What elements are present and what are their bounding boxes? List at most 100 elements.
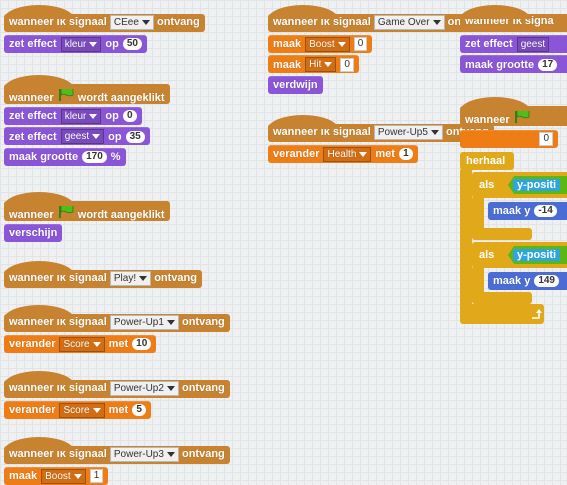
change-variable-block[interactable]: verander Score met 5 — [4, 400, 152, 419]
value-input[interactable]: 1 — [89, 469, 104, 483]
if-block-1[interactable]: als y-positi maak y -14 — [472, 172, 567, 240]
signal-dropdown[interactable]: Game Over — [373, 15, 445, 30]
set-size-block[interactable]: maak grootte 170 % — [4, 147, 126, 166]
show-block[interactable]: verschijn — [4, 223, 63, 242]
stack-row: maak Boost 0 — [268, 34, 495, 53]
hat-cap — [4, 192, 74, 206]
loop-header[interactable]: herhaal — [460, 152, 514, 170]
block-label: maak grootte — [465, 58, 535, 71]
script-signaal-play[interactable]: wanneer ik signaal Play! ontvang — [4, 261, 202, 288]
hat-cap — [4, 437, 74, 451]
variable-dropdown[interactable]: Score — [59, 402, 105, 418]
script-flag-clicked-1[interactable]: wanneer wordt aangeklikt zet effect kleu… — [4, 75, 170, 166]
number-input[interactable]: 1 — [398, 148, 413, 160]
number-input[interactable]: 50 — [122, 38, 142, 50]
chevron-down-icon — [92, 341, 101, 347]
number-input[interactable]: 149 — [534, 275, 559, 287]
hat-block-when-receive[interactable]: wanneer ik signaal CEee ontvang — [4, 5, 205, 32]
set-variable-block[interactable]: maak Hit 0 — [268, 55, 359, 73]
script-signaal-ceee[interactable]: wanneer ik signaal CEee ontvang zet effe… — [4, 5, 205, 53]
set-size-block[interactable]: maak grootte 17 — [460, 55, 567, 73]
stack-row: verander Score met 5 — [4, 400, 230, 419]
variable-dropdown[interactable]: Boost — [305, 36, 350, 52]
signal-dropdown[interactable]: CEee — [109, 15, 154, 30]
number-input[interactable]: 0 — [122, 110, 137, 122]
dropdown-value: Hit — [309, 59, 322, 70]
dropdown-value: Boost — [45, 470, 71, 482]
signal-dropdown[interactable]: Play! — [109, 271, 152, 286]
set-variable-block[interactable]: maak Boost 0 — [268, 34, 373, 53]
value-input[interactable]: 0 — [353, 37, 368, 51]
block-label: op — [105, 110, 119, 122]
value-input[interactable]: 0 — [340, 57, 354, 72]
script-signaal-cutoff[interactable]: wanneer ik signa zet effect geest maak g… — [460, 5, 567, 73]
effect-dropdown[interactable]: kleur — [60, 36, 102, 52]
script-signaal-powerup2[interactable]: wanneer ik signaal Power-Up2 ontvang ver… — [4, 371, 230, 419]
script-signaal-powerup3[interactable]: wanneer ik signaal Power-Up3 ontvang maa… — [4, 437, 230, 485]
hat-block-when-receive[interactable]: wanneer ik signaal Play! ontvang — [4, 261, 202, 288]
dropdown-value: geest — [520, 38, 546, 50]
script-flag-clicked-2[interactable]: wanneer wordt aangeklikt verschijn — [4, 192, 170, 242]
hat-block-when-receive[interactable]: wanneer ik signaal Power-Up3 ontvang — [4, 437, 230, 464]
number-input[interactable]: 170 — [82, 151, 107, 163]
forever-loop-block[interactable]: herhaal als y-positi maak y -14 als y-po… — [460, 152, 567, 324]
effect-dropdown[interactable]: geest — [516, 36, 550, 52]
number-input[interactable]: 10 — [132, 338, 152, 350]
block-label: met — [108, 404, 129, 416]
block-label: maak y — [493, 275, 531, 287]
set-variable-block[interactable]: maak Boost 1 — [4, 466, 109, 485]
set-effect-block[interactable]: zet effect geest — [460, 34, 567, 53]
block-label: maak y — [493, 205, 531, 217]
effect-dropdown[interactable]: kleur — [60, 108, 102, 124]
dropdown-value: Score — [63, 404, 90, 416]
set-effect-block[interactable]: zet effect kleur op 0 — [4, 106, 142, 125]
set-effect-block[interactable]: zet effect geest op 35 — [4, 127, 150, 145]
script-signaal-powerup5[interactable]: wanneer ik signaal Power-Up5 ontvang ver… — [268, 115, 494, 163]
value-input[interactable]: 0 — [539, 132, 553, 146]
set-effect-block[interactable]: zet effect kleur op 50 — [4, 34, 147, 53]
signal-dropdown[interactable]: Power-Up5 — [373, 125, 443, 140]
hide-block[interactable]: verdwijn — [268, 75, 323, 94]
chevron-down-icon — [92, 134, 101, 139]
chevron-down-icon — [89, 41, 98, 47]
condition-block[interactable]: y-positi — [508, 176, 567, 194]
chevron-down-icon — [166, 386, 175, 391]
set-y-block[interactable]: maak y 149 — [488, 272, 567, 290]
chevron-down-icon — [166, 452, 175, 457]
if-block-2[interactable]: als y-positi maak y 149 — [472, 242, 567, 304]
signal-dropdown[interactable]: Power-Up1 — [109, 315, 179, 330]
hat-cap — [4, 371, 74, 385]
signal-dropdown[interactable]: Power-Up3 — [109, 447, 179, 462]
variable-dropdown[interactable]: Boost — [41, 468, 86, 484]
loop-label: herhaal — [466, 155, 506, 167]
number-input[interactable]: 5 — [132, 404, 147, 416]
hat-block-flag-clicked[interactable]: wanneer wordt aangeklikt — [4, 192, 170, 221]
stack-row: maak grootte 17 — [460, 55, 567, 73]
effect-dropdown[interactable]: geest — [60, 129, 105, 144]
block-label: verschijn — [9, 227, 58, 239]
condition-label: y-positi — [513, 179, 561, 191]
hat-block-when-receive[interactable]: wanneer ik signa — [460, 5, 567, 32]
script-signaal-powerup1[interactable]: wanneer ik signaal Power-Up1 ontvang ver… — [4, 305, 230, 353]
chevron-down-icon — [432, 20, 441, 25]
dropdown-value: Power-Up2 — [113, 383, 164, 394]
hat-block-flag-clicked[interactable]: wanneer — [460, 97, 567, 126]
number-input[interactable]: 35 — [125, 130, 145, 143]
hat-block-flag-clicked[interactable]: wanneer wordt aangeklikt — [4, 75, 170, 104]
hat-block-when-receive[interactable]: wanneer ik signaal Power-Up1 ontvang — [4, 305, 230, 332]
block-label: zet effect — [465, 38, 513, 50]
number-input[interactable]: -14 — [534, 205, 557, 217]
condition-block[interactable]: y-positi — [508, 246, 567, 264]
variable-dropdown[interactable]: Score — [59, 336, 105, 352]
variable-dropdown[interactable]: Hit — [305, 57, 337, 72]
change-variable-block[interactable]: verander Health met 1 — [268, 144, 418, 163]
hat-block-when-receive[interactable]: wanneer ik signaal Power-Up2 ontvang — [4, 371, 230, 398]
script-forever-loop[interactable]: wanneer 0 — [460, 97, 567, 148]
number-input[interactable]: 17 — [538, 58, 558, 71]
variable-dropdown[interactable]: Health — [323, 146, 372, 162]
set-variable-block[interactable]: 0 — [460, 129, 558, 148]
change-variable-block[interactable]: verander Score met 10 — [4, 334, 157, 353]
set-y-block[interactable]: maak y -14 — [488, 202, 567, 220]
signal-dropdown[interactable]: Power-Up2 — [109, 381, 179, 396]
stack-row: zet effect geest op 35 — [4, 127, 170, 145]
